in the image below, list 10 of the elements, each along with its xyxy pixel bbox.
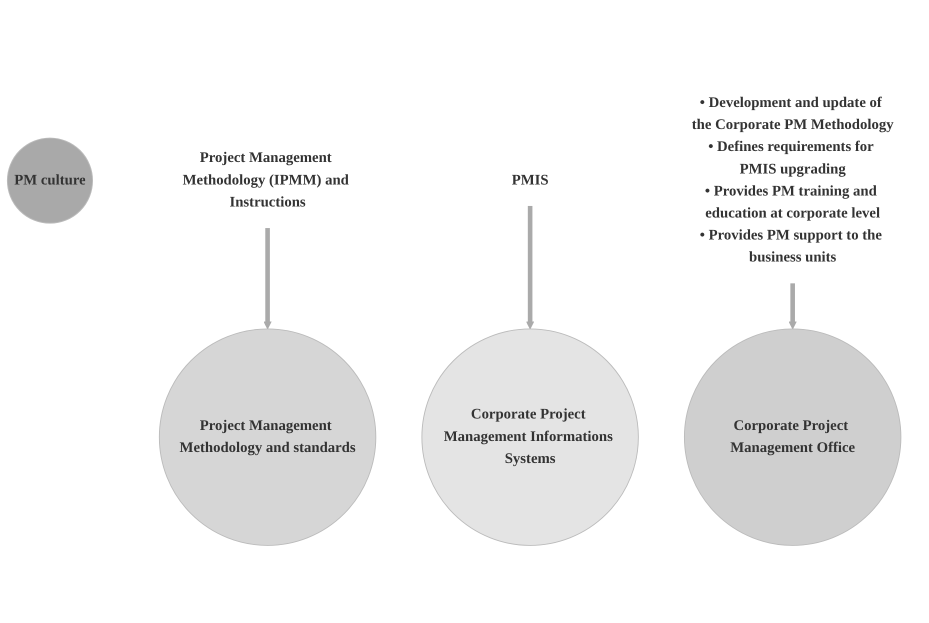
node-text: Project Management Methodology (IPMM) and Instructions — [182, 150, 349, 210]
arrow — [788, 282, 797, 329]
node-circle: Corporate Project Management Informations Systems — [421, 328, 639, 546]
node-circle: PM culture — [6, 137, 94, 224]
arrow — [526, 205, 534, 329]
arrow — [264, 227, 272, 329]
node-text: PMIS — [512, 172, 549, 188]
node-circle: Project Management Methodology and standards — [158, 328, 376, 546]
node-text: • Development and update of the Corporate PM Methodology • Defines requirements for PMIS upgrading • Provides PM training and education at corporate level • Provides PM support to the business units — [692, 94, 894, 265]
node-circle: Corporate Project Management Office — [684, 328, 902, 546]
